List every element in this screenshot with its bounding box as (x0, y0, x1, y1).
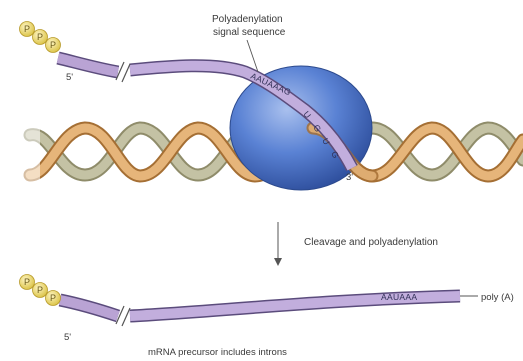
svg-text:P: P (50, 40, 56, 50)
svg-text:P: P (50, 293, 56, 303)
signal-label-line2: signal sequence (213, 27, 286, 38)
svg-text:P: P (37, 285, 43, 295)
svg-text:P: P (24, 24, 30, 34)
break-mark (122, 308, 130, 326)
five-prime-label-bottom: 5' (64, 332, 71, 343)
cleavage-step-label: Cleavage and polyadenylation (304, 237, 438, 248)
svg-text:P: P (37, 32, 43, 42)
signal-label-line1: Polyadenylation (212, 14, 283, 25)
figure-caption: mRNA precursor includes introns (148, 347, 287, 358)
poly-a-label: poly (A) (481, 292, 514, 303)
process-arrow (274, 222, 282, 266)
three-prime-label: 3' (346, 172, 353, 183)
signal-sequence-bottom: AAUAAA (381, 292, 417, 302)
phosphate-group-top: P P P (20, 22, 61, 53)
phosphate-group-bottom: P P P (20, 275, 61, 306)
five-prime-label-top: 5' (66, 72, 73, 83)
svg-text:P: P (24, 277, 30, 287)
break-mark (122, 64, 130, 82)
